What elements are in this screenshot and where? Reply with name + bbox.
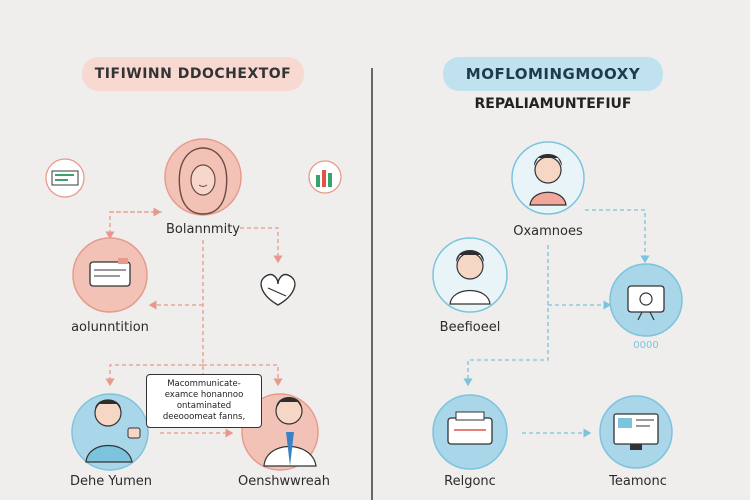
monitor-node: [599, 395, 673, 469]
left-title-text: TIFIWINN DDOCHEXTOF: [94, 66, 292, 82]
left-title: TIFIWINN DDOCHEXTOF: [82, 57, 304, 91]
chart-card-icon: [45, 158, 85, 198]
label-mid-right-node-right: 0000: [633, 340, 659, 351]
heart-handshake-icon: [260, 273, 296, 306]
label-top-node-left: Bolannmity: [166, 222, 240, 237]
label-bottom-right-node: Oenshwwreah: [237, 474, 330, 489]
connector-right-vertical: [463, 245, 549, 387]
label-bottom-left-node-right: Relgonc: [444, 474, 496, 489]
label-left-node: aolunntition: [71, 320, 149, 335]
speech-bubble: Macommunicate-examce honannoo ontaminate…: [146, 374, 262, 428]
man-avatar-node-top: [511, 141, 585, 215]
label-top-node-right: Oxamnoes: [513, 224, 583, 239]
man-avatar-node-left: [71, 393, 149, 471]
right-title-text: MOFLOMINGMOOXY: [465, 65, 641, 83]
label-bottom-right-node-right: Teamonc: [609, 474, 667, 489]
right-subtitle: REPALIAMUNTEFIUF: [474, 96, 632, 112]
connector-top-to-right: [240, 227, 283, 264]
label-bottom-left-node: Dehe Yumen: [70, 474, 152, 489]
label-mid-left-node-right: Beefioeel: [439, 320, 501, 335]
man-avatar-node-mid: [432, 237, 508, 313]
bar-chart-icon: [308, 160, 342, 194]
woman-avatar-node: [164, 138, 242, 216]
connector-center-to-bottom-left: [105, 364, 203, 387]
connector-top-to-left: [105, 211, 162, 240]
camera-device-node: [609, 263, 683, 337]
speech-bubble-text: Macommunicate-examce honannoo ontaminate…: [162, 379, 246, 422]
right-title: MOFLOMINGMOOXY: [443, 57, 663, 91]
connector-right-top-to-right: [585, 209, 650, 264]
connector-center-to-bottom-right: [203, 364, 283, 387]
document-node: [72, 237, 148, 313]
printer-node: [432, 394, 508, 470]
